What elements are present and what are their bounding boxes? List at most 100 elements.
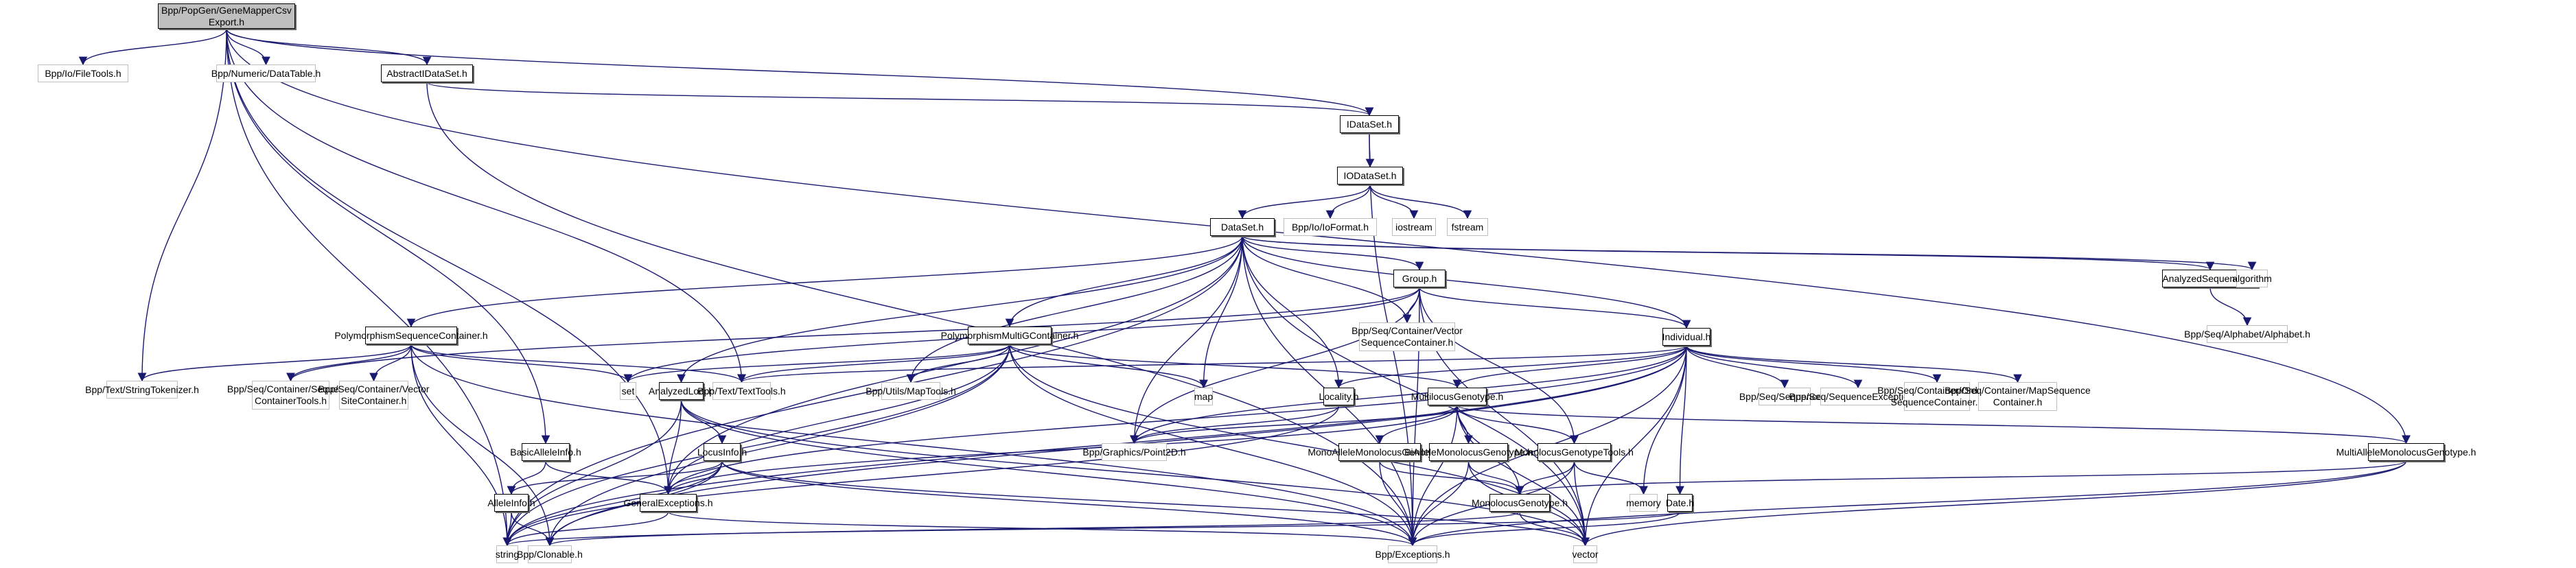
graph-node-seqcontainertools: Bpp/Seq/Container/Sequence ContainerTool… <box>227 381 354 410</box>
graph-node-locality[interactable]: Locality.h <box>1319 388 1359 405</box>
graph-node-root[interactable]: Bpp/PopGen/GeneMapperCsv Export.h <box>158 3 295 29</box>
edge-abstractidataset-to-idataset <box>426 82 1373 117</box>
graph-node-alleleinfo[interactable]: AlleleInfo.h <box>487 494 535 512</box>
edge-polymultig-to-vector <box>1009 344 1590 547</box>
graph-node-iodataset[interactable]: IODataSet.h <box>1337 167 1403 185</box>
graph-node-vectorseqcontainer: Bpp/Seq/Container/Vector SequenceContain… <box>1351 322 1463 351</box>
edge-locality-to-string <box>502 405 1340 547</box>
edge-individual-to-orderedseq <box>1686 345 1942 383</box>
edge-polymultig-to-string <box>502 344 1010 547</box>
edge-multilocus-to-exceptions <box>1408 405 1458 547</box>
edge-multiallele-to-monolocus <box>1516 460 2407 495</box>
edge-dataset-to-string <box>502 235 1243 547</box>
graph-node-generalexceptions[interactable]: GeneralExceptions.h <box>624 494 712 512</box>
edge-dataset-to-algorithm <box>1242 235 2256 271</box>
graph-node-abstractidataset[interactable]: AbstractIDataSet.h <box>381 64 473 82</box>
edge-iodataset-to-dataset <box>1238 184 1371 220</box>
edge-analyzedloci-to-string <box>502 399 682 547</box>
edge-polyseqcontainer-to-seqcontainertools <box>286 344 412 382</box>
edge-locusinfo-to-clonable <box>545 460 723 547</box>
graph-node-stringtokenizer: Bpp/Text/StringTokenizer.h <box>85 381 199 399</box>
edge-analyzedloci-to-generalexceptions <box>664 399 682 495</box>
graph-node-monolocus[interactable]: MonolocusGenotype.h <box>1472 494 1568 512</box>
edge-date-to-exceptions <box>1408 511 1681 547</box>
edge-analyzedloci-to-locusinfo <box>680 399 727 445</box>
graph-node-multilocus[interactable]: MultilocusGenotype.h <box>1411 388 1503 405</box>
graph-node-datatable: Bpp/Numeric/DataTable.h <box>211 64 321 82</box>
graph-node-map: map <box>1194 388 1213 405</box>
graph-node-filetools: Bpp/Io/FileTools.h <box>38 64 128 82</box>
edge-dataset-to-individual <box>1242 235 1691 329</box>
edge-polymultig-to-multilocus <box>1009 344 1462 389</box>
edge-individual-to-string <box>502 345 1687 547</box>
edge-dataset-to-vectorseqcontainer <box>1242 235 1412 324</box>
edge-polyseqcontainer-to-stringtokenizer <box>137 344 412 382</box>
edge-dataset-to-group <box>1242 235 1424 271</box>
graph-node-individual[interactable]: Individual.h <box>1662 328 1710 346</box>
edge-dataset-to-analyzedloci <box>677 235 1243 383</box>
edge-root-to-datatable <box>226 28 270 66</box>
graph-node-date[interactable]: Date.h <box>1666 494 1694 512</box>
graph-node-multiallele[interactable]: MultiAlleleMonolocusGenotype.h <box>2336 443 2476 461</box>
graph-node-dataset[interactable]: DataSet.h <box>1210 218 1275 236</box>
edge-dataset-to-maptools <box>906 235 1243 383</box>
edge-group-to-individual <box>1419 287 1691 329</box>
edge-biallele-to-exceptions <box>1408 460 1470 547</box>
edge-root-to-multiallele <box>226 28 2411 445</box>
edge-root-to-generalexceptions <box>226 28 673 495</box>
graph-node-vectorsitecontainer: Bpp/Seq/Container/Vector SiteContainer.h <box>318 381 429 410</box>
edge-root-to-abstractidataset <box>226 28 432 66</box>
edge-polymultig-to-generalexceptions <box>664 344 1010 495</box>
graph-node-analyzedloci[interactable]: AnalyzedLoci.h <box>649 382 714 400</box>
edge-multilocus-to-multiallele <box>1457 405 2411 445</box>
edge-dataset-to-generalexceptions <box>664 235 1243 495</box>
edge-individual-to-sequence <box>1686 345 1789 389</box>
edge-multiallele-to-exceptions <box>1408 460 2407 547</box>
graph-node-idataset[interactable]: IDataSet.h <box>1340 115 1399 133</box>
graph-node-group[interactable]: Group.h <box>1393 270 1446 287</box>
graph-node-polyseqcontainer[interactable]: PolymorphismSequenceContainer.h <box>334 327 488 344</box>
edge-locusinfo-to-vector <box>721 460 1590 547</box>
graph-node-locusinfo[interactable]: LocusInfo.h <box>697 443 747 461</box>
edge-individual-to-vector <box>1581 345 1687 547</box>
edge-individual-to-point2d <box>1130 345 1687 445</box>
graph-node-basicalleleinfo[interactable]: BasicAlleleInfo.h <box>510 443 581 461</box>
graph-node-set: set <box>620 382 636 400</box>
edge-multilocus-to-generalexceptions <box>664 405 1458 495</box>
graph-node-sequence: Bpp/Seq/Sequence.h <box>1739 388 1830 405</box>
graph-node-biallele[interactable]: BiAlleleMonolocusGenotype.h <box>1404 443 1533 461</box>
graph-node-monolocustools[interactable]: MonolocusGenotypeTools.h <box>1515 443 1634 461</box>
edge-polyseqcontainer-to-clonable <box>410 344 555 547</box>
graph-node-polymultig[interactable]: PolymorphismMultiGContainer.h <box>941 327 1078 344</box>
edge-polyseqcontainer-to-string <box>410 344 512 547</box>
edge-root-to-texttools <box>226 28 746 383</box>
edge-monolocustools-to-memory <box>1573 460 1648 495</box>
edge-group-to-vectorseqcontainer <box>1402 287 1420 324</box>
edge-multilocus-to-monoallele <box>1375 405 1458 445</box>
edge-individual-to-locality <box>1334 345 1687 389</box>
edge-polymultig-to-set <box>623 344 1010 383</box>
edge-root-to-string <box>226 28 512 547</box>
edge-polyseqcontainer-to-texttools <box>410 344 746 383</box>
graph-node-mapseq: Bpp/Seq/Container/MapSequence Container.… <box>1945 382 2091 411</box>
graph-node-fstream: fstream <box>1447 218 1488 236</box>
graph-node-maptools: Bpp/Utils/MapTools.h <box>866 382 956 400</box>
edge-locusinfo-to-string <box>502 460 723 547</box>
edge-locusinfo-to-generalexceptions <box>664 460 723 495</box>
graph-node-memory: memory <box>1626 494 1661 512</box>
edge-multilocus-to-monolocustools <box>1457 405 1579 445</box>
edge-root-to-filetools <box>78 28 227 66</box>
edge-multiallele-to-vector <box>1581 460 2407 547</box>
graph-node-monoallele[interactable]: MonoAlleleMonolocusGenotype.h <box>1308 443 1452 461</box>
edge-date-to-string <box>503 511 1681 547</box>
edge-individual-to-date <box>1675 345 1687 495</box>
edge-analyzedloci-to-exceptions <box>680 399 1417 547</box>
edge-generalexceptions-to-string <box>502 511 669 547</box>
edge-individual-to-generalexceptions <box>664 345 1687 495</box>
edge-locality-to-point2d <box>1130 405 1340 445</box>
edge-individual-to-mapseq <box>1686 345 2022 383</box>
edge-analyzedloci-to-vector <box>680 399 1590 547</box>
edge-polyseqcontainer-to-set <box>410 344 633 383</box>
graph-node-orderedseq: Bpp/Seq/Container/Ordered SequenceContai… <box>1877 382 1997 411</box>
